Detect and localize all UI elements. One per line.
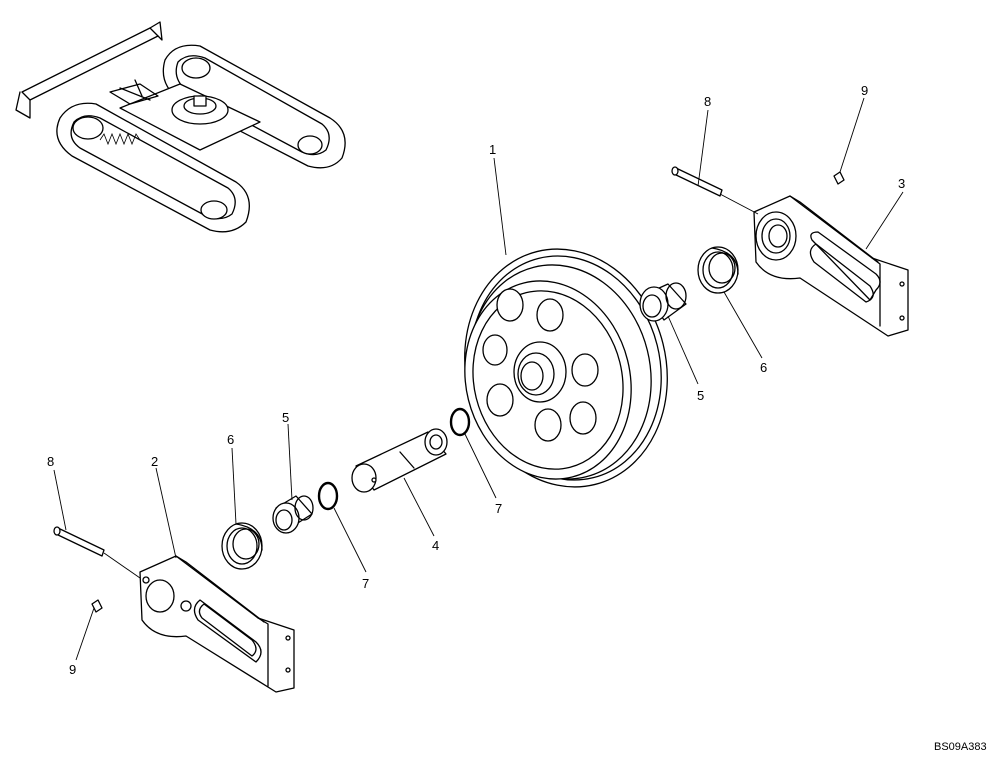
callout-6-upper: 6 (760, 360, 767, 375)
callout-2: 2 (151, 454, 158, 469)
callout-6-lower: 6 (227, 432, 234, 447)
callout-5-lower: 5 (282, 410, 289, 425)
callout-8-lower: 8 (47, 454, 54, 469)
callout-7-upper: 7 (495, 501, 502, 516)
o-ring-upper (449, 407, 471, 437)
callout-3: 3 (898, 176, 905, 191)
callout-9-upper: 9 (861, 83, 868, 98)
plug-lower (91, 599, 103, 613)
callout-7-lower: 7 (362, 576, 369, 591)
idler-wheel (464, 248, 668, 488)
pin-lower (53, 526, 105, 557)
idler-bracket-left (139, 555, 295, 693)
callout-9-lower: 9 (69, 662, 76, 677)
callout-1: 1 (489, 142, 496, 157)
callout-labels: 1 3 8 9 5 6 7 4 7 5 6 2 8 9 (47, 83, 905, 677)
callout-5-upper: 5 (697, 388, 704, 403)
figure-reference-code: BS09A383 (934, 741, 987, 753)
seal-upper (697, 246, 739, 294)
plug-upper (833, 171, 845, 185)
bushing-lower (272, 495, 314, 534)
pin-upper (671, 166, 723, 197)
seal-lower (221, 522, 263, 570)
bushing-upper (639, 282, 687, 322)
callout-4: 4 (432, 538, 439, 553)
idler-shaft (351, 428, 448, 493)
o-ring-lower (317, 481, 339, 511)
idler-bracket-right (753, 195, 909, 337)
leader-lines (53, 97, 904, 661)
undercarriage-inset-illustration (15, 21, 346, 233)
callout-8-upper: 8 (704, 94, 711, 109)
